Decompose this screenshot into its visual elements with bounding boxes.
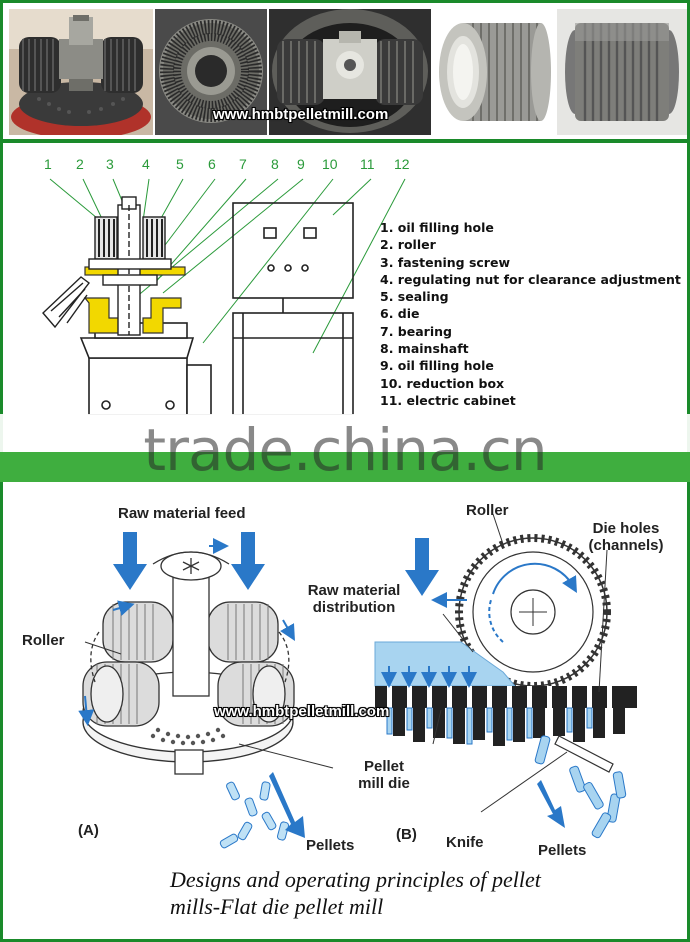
callout-number: 6 — [208, 156, 216, 172]
raw-material-feed-label: Raw material feed — [118, 505, 246, 522]
roller-label-b: Roller — [466, 502, 509, 519]
callout-number: 11 — [360, 156, 375, 172]
raw-material-distribution-line1: Raw material — [307, 582, 401, 599]
callout-number: 7 — [239, 156, 247, 172]
legend-item: 1. oil filling hole — [380, 220, 494, 235]
callout-number: 3 — [106, 156, 114, 172]
callout-number: 10 — [322, 156, 338, 172]
diagram-b-label: (B) — [396, 826, 417, 843]
mill-structure-drawing — [42, 178, 406, 415]
roller-leader-a — [84, 641, 122, 655]
legend-item: 4. regulating nut for clearance adjustme… — [380, 271, 681, 287]
callout-number: 1 — [44, 156, 52, 172]
legend-item: 10. reduction box — [380, 375, 505, 391]
raw-material-distribution-line2: distribution — [312, 599, 396, 616]
mill-body — [79, 322, 212, 415]
figure-caption: Designs and operating principles of pell… — [170, 866, 541, 920]
photo-strip: www.hmbtpelletmill.com — [3, 3, 687, 139]
principle-diagram — [78, 513, 637, 849]
separator-1 — [0, 139, 690, 143]
callout-number: 5 — [176, 156, 184, 172]
callout-number: 12 — [394, 156, 410, 172]
feed-arrows-a — [113, 532, 305, 838]
die-holes-label-line1: Die holes — [592, 520, 660, 537]
overlay-brand-text: trade.china.cn — [143, 416, 547, 484]
legend-item: 7. bearing — [380, 323, 452, 339]
legend-item: 5. sealing — [380, 289, 449, 305]
rollers-and-shaft — [42, 196, 172, 336]
pellet-mill-die-label: Pellet mill die — [350, 758, 418, 792]
roller-shell-photo — [433, 9, 555, 135]
knife-label: Knife — [446, 834, 484, 851]
cross-section-drawing-b — [374, 513, 637, 839]
pellets-label-b: Pellets — [538, 842, 587, 859]
overlay-band — [0, 452, 690, 482]
flat-die-photo — [155, 9, 267, 135]
pellet-chamber-photo — [269, 9, 431, 135]
die-leader-a — [238, 743, 334, 769]
overlay-fade — [0, 414, 690, 452]
die-holes-label-line2: (channels) — [588, 537, 664, 554]
die-holes-label: Die holes (channels) — [584, 520, 668, 554]
legend-item: 11. electric cabinet — [380, 392, 516, 408]
legend-item: 3. fastening screw — [380, 254, 510, 270]
callout-number: 9 — [297, 156, 305, 172]
watermark-bottom: www.hmbtpelletmill.com — [214, 703, 390, 720]
callout-number: 2 — [76, 156, 84, 172]
roller-label-a: Roller — [22, 632, 65, 649]
pellet-mill-die-label-line2: mill die — [358, 775, 410, 792]
legend-item: 8. mainshaft — [380, 341, 469, 357]
legend-item: 6. die — [380, 306, 420, 322]
flat-die-drawing-a — [82, 551, 295, 849]
callout-number: 4 — [142, 156, 150, 172]
pellets-label-a: Pellets — [306, 837, 355, 854]
caption-line-1: Designs and operating principles of pell… — [170, 867, 541, 892]
callout-number: 8 — [271, 156, 279, 172]
electric-cabinet — [232, 202, 354, 415]
roller-assembly-photo — [9, 9, 153, 135]
caption-line-2: mills-Flat die pellet mill — [170, 894, 384, 919]
watermark-top: www.hmbtpelletmill.com — [213, 106, 389, 123]
legend-item: 2. roller — [380, 237, 436, 253]
pellet-mill-die-label-line1: Pellet — [363, 758, 405, 775]
diagram-a-label: (A) — [78, 822, 99, 839]
parts-legend: 1. oil filling hole 2. roller 3. fasteni… — [380, 219, 681, 409]
legend-item: 9. oil filling hole — [380, 358, 494, 374]
grooved-roller-photo — [557, 9, 687, 135]
raw-material-distribution-label: Raw material distribution — [300, 582, 408, 616]
